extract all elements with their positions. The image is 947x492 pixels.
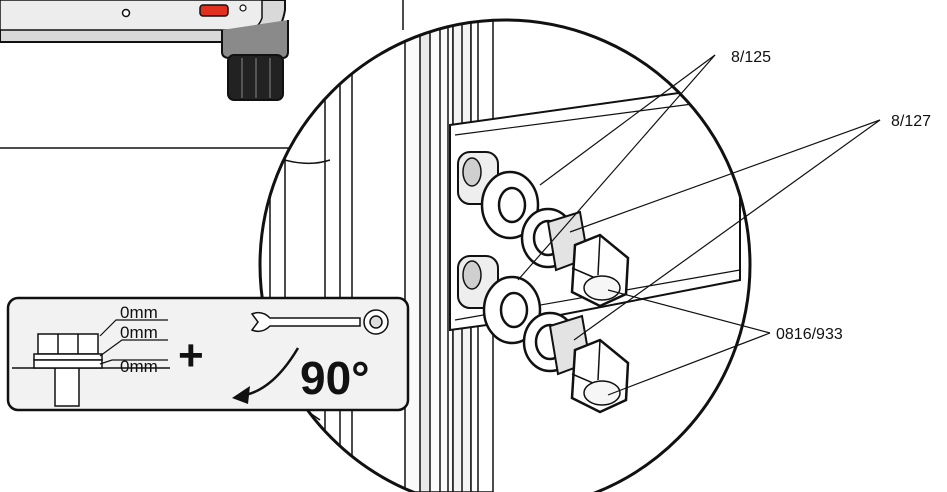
gap-label-3: 0mm — [120, 357, 158, 376]
screw-icon — [121, 8, 131, 18]
wrench-icon — [250, 309, 389, 335]
rotate-arrow-icon — [232, 347, 300, 404]
gap-label-2: 0mm — [120, 323, 158, 342]
machine-corner — [0, 0, 289, 101]
plus-sign: + — [178, 331, 204, 380]
magnified-detail — [258, 18, 752, 492]
torque-instruction-box: 0mm 0mm 0mm + 90° — [6, 296, 410, 412]
callout-label-0816-933: 0816/933 — [776, 326, 843, 343]
callout-label-8-127: 8/127 — [891, 113, 931, 130]
red-indicator — [199, 4, 229, 17]
gap-label-1: 0mm — [120, 303, 158, 322]
callout-labels: 8/125 8/127 0816/933 — [731, 49, 931, 343]
callout-label-8-125: 8/125 — [731, 49, 771, 66]
upper-fastener — [480, 170, 630, 308]
rubber-foot — [227, 54, 284, 101]
nut-icon — [33, 333, 103, 369]
lower-fastener — [482, 275, 630, 414]
rotation-angle: 90° — [300, 352, 370, 404]
leader-lines — [517, 54, 881, 396]
